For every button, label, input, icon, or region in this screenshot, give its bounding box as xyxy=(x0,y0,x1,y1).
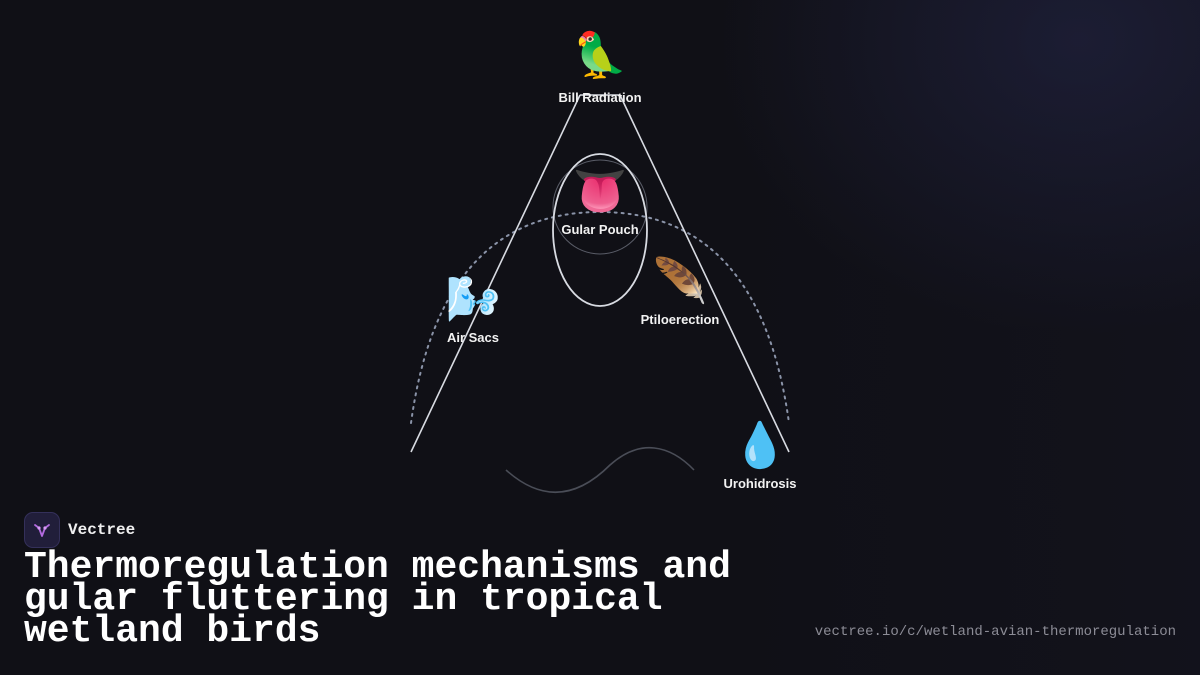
node-label: Bill Radiation xyxy=(558,90,642,105)
node-urohidrosis: 💧 Urohidrosis xyxy=(700,420,820,492)
node-label: Urohidrosis xyxy=(723,476,797,491)
feather-icon: 🪶 xyxy=(652,256,708,307)
node-ptiloerection: 🪶 Ptiloerection xyxy=(620,256,740,328)
edge-bill-airsacs xyxy=(410,94,581,453)
parrot-icon: 🦜 xyxy=(572,30,628,81)
wind-icon: 🌬️ xyxy=(445,274,501,325)
node-label: Ptiloerection xyxy=(640,312,720,327)
node-bill-radiation: 🦜 Bill Radiation xyxy=(540,30,660,106)
source-url[interactable]: vectree.io/c/wetland-avian-thermoregulat… xyxy=(814,624,1176,640)
node-gular-pouch: 👅 Gular Pouch xyxy=(540,166,660,238)
wave-curve xyxy=(505,446,695,493)
dashed-arc xyxy=(410,210,790,424)
gular-circle xyxy=(552,159,648,255)
droplet-icon: 💧 xyxy=(732,420,788,471)
page-title: Thermoregulation mechanisms and gular fl… xyxy=(24,546,731,653)
brand[interactable]: Vectree xyxy=(24,512,135,548)
node-label: Air Sacs xyxy=(446,330,500,345)
tongue-icon: 👅 xyxy=(572,166,628,217)
node-label: Gular Pouch xyxy=(561,222,639,237)
gular-pouch-outline xyxy=(552,153,648,307)
node-air-sacs: 🌬️ Air Sacs xyxy=(413,274,533,346)
vectree-logo-icon xyxy=(24,512,60,548)
edge-bill-uro xyxy=(619,94,790,453)
brand-name: Vectree xyxy=(68,521,136,539)
